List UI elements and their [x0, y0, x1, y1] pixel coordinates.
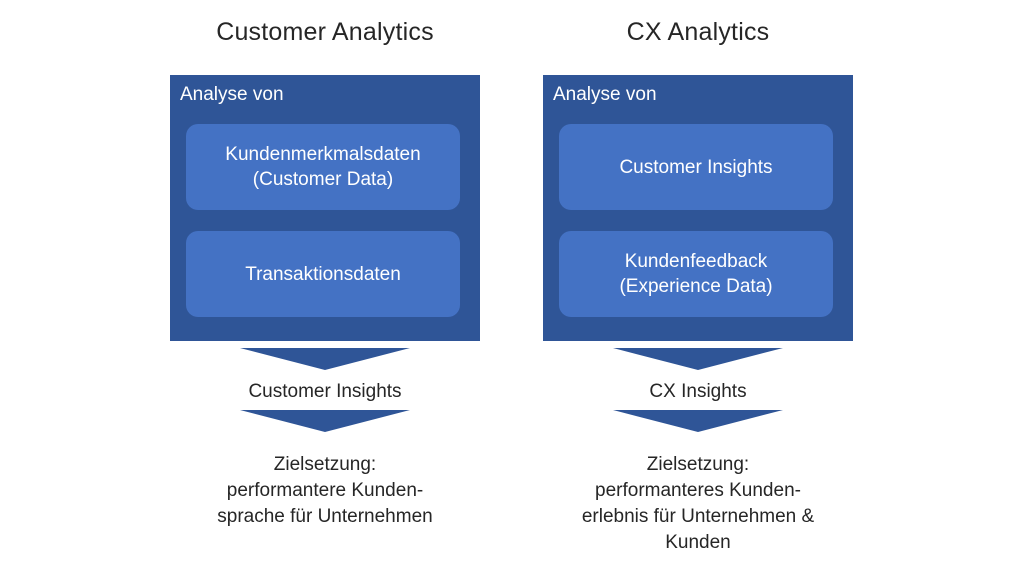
data-box-transaction-data: Transaktionsdaten — [186, 231, 460, 317]
insight-label: CX Insights — [649, 381, 747, 402]
down-arrow-icon — [240, 410, 410, 432]
customer-analytics-column: Customer Analytics Analyse von Kundenmer… — [170, 0, 480, 574]
insight-label: Customer Insights — [248, 381, 402, 402]
down-arrow-icon — [613, 348, 783, 370]
goal-text: Zielsetzung: performanteres Kunden- erle… — [581, 454, 815, 553]
data-box-customer-insights: Customer Insights — [559, 124, 833, 210]
data-box-customer-data: Kundenmerkmalsdaten (Customer Data) — [186, 124, 460, 210]
down-arrow-icon — [240, 348, 410, 370]
analysis-panel: Analyse von Kundenmerkmalsdaten (Custome… — [170, 75, 480, 341]
analysis-panel: Analyse von Customer Insights Kundenfeed… — [543, 75, 853, 341]
column-title: CX Analytics — [626, 18, 770, 46]
goal-text: Zielsetzung: performantere Kunden- sprac… — [217, 454, 433, 527]
column-title: Customer Analytics — [216, 18, 434, 46]
data-box-experience-data: Kundenfeedback (Experience Data) — [559, 231, 833, 317]
cx-analytics-column: CX Analytics Analyse von Customer Insigh… — [543, 0, 853, 574]
down-arrow-icon — [613, 410, 783, 432]
panel-heading: Analyse von — [553, 84, 657, 105]
panel-heading: Analyse von — [180, 84, 284, 105]
